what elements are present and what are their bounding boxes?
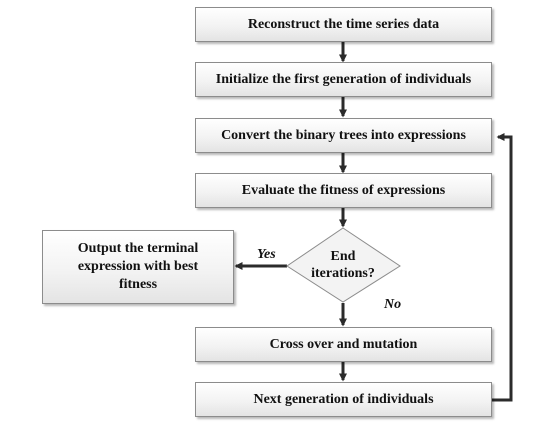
step-next-generation: Next generation of individuals — [195, 382, 492, 417]
step-evaluate-label: Evaluate the fitness of expressions — [241, 183, 446, 198]
step-convert-label: Convert the binary trees into expression… — [221, 128, 466, 143]
decision-diamond — [286, 227, 401, 303]
step-reconstruct: Reconstruct the time series data — [195, 7, 492, 42]
decision-label: End iterations? — [293, 248, 393, 282]
step-crossover: Cross over and mutation — [195, 327, 492, 362]
step-output: Output the terminal expression with best… — [42, 230, 234, 304]
step-convert: Convert the binary trees into expression… — [195, 118, 492, 153]
step-initialize: Initialize the first generation of indiv… — [195, 62, 492, 97]
step-initialize-label: Initialize the first generation of indiv… — [215, 72, 472, 87]
yes-branch-label: Yes — [257, 247, 276, 262]
step-crossover-label: Cross over and mutation — [269, 337, 418, 352]
step-next-generation-label: Next generation of individuals — [253, 392, 434, 407]
step-reconstruct-label: Reconstruct the time series data — [247, 17, 440, 32]
step-evaluate: Evaluate the fitness of expressions — [195, 173, 492, 208]
no-branch-label: No — [384, 297, 402, 312]
loop-back-arrow — [492, 133, 513, 402]
output-label-line1: Output the terminal — [77, 241, 199, 256]
output-label-line2: expression with best — [77, 259, 199, 274]
output-label-line3: fitness — [118, 277, 158, 292]
decision-label-line2: iterations? — [311, 266, 375, 281]
decision-label-line1: End — [330, 249, 356, 264]
